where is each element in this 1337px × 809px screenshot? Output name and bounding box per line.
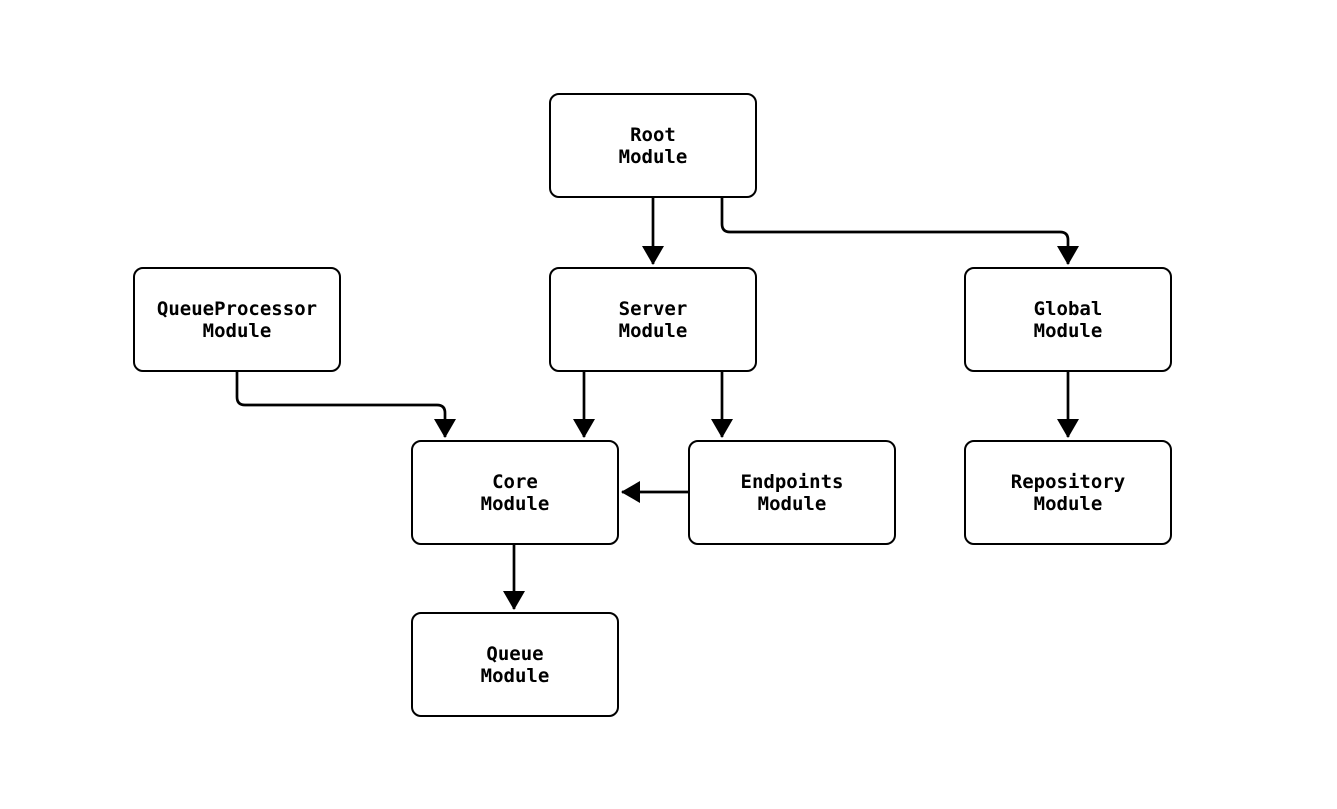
node-root-module: Root Module [549,93,757,198]
node-label-core: Core Module [480,470,550,515]
node-core-module: Core Module [411,440,619,545]
node-label-server: Server Module [618,297,688,342]
node-label-root: Root Module [618,123,688,168]
node-label-global: Global Module [1033,297,1103,342]
node-repository-module: Repository Module [964,440,1172,545]
node-server-module: Server Module [549,267,757,372]
node-label-queueprocessor: QueueProcessor Module [156,297,318,342]
node-queue-module: Queue Module [411,612,619,717]
node-queueprocessor-module: QueueProcessor Module [133,267,341,372]
node-global-module: Global Module [964,267,1172,372]
node-label-endpoints: Endpoints Module [740,470,844,515]
edge-root-to-global [720,198,1079,265]
node-endpoints-module: Endpoints Module [688,440,896,545]
edge-queueprocessor-to-core [235,372,456,438]
node-label-repository: Repository Module [1010,470,1126,515]
node-label-queue: Queue Module [480,642,550,687]
